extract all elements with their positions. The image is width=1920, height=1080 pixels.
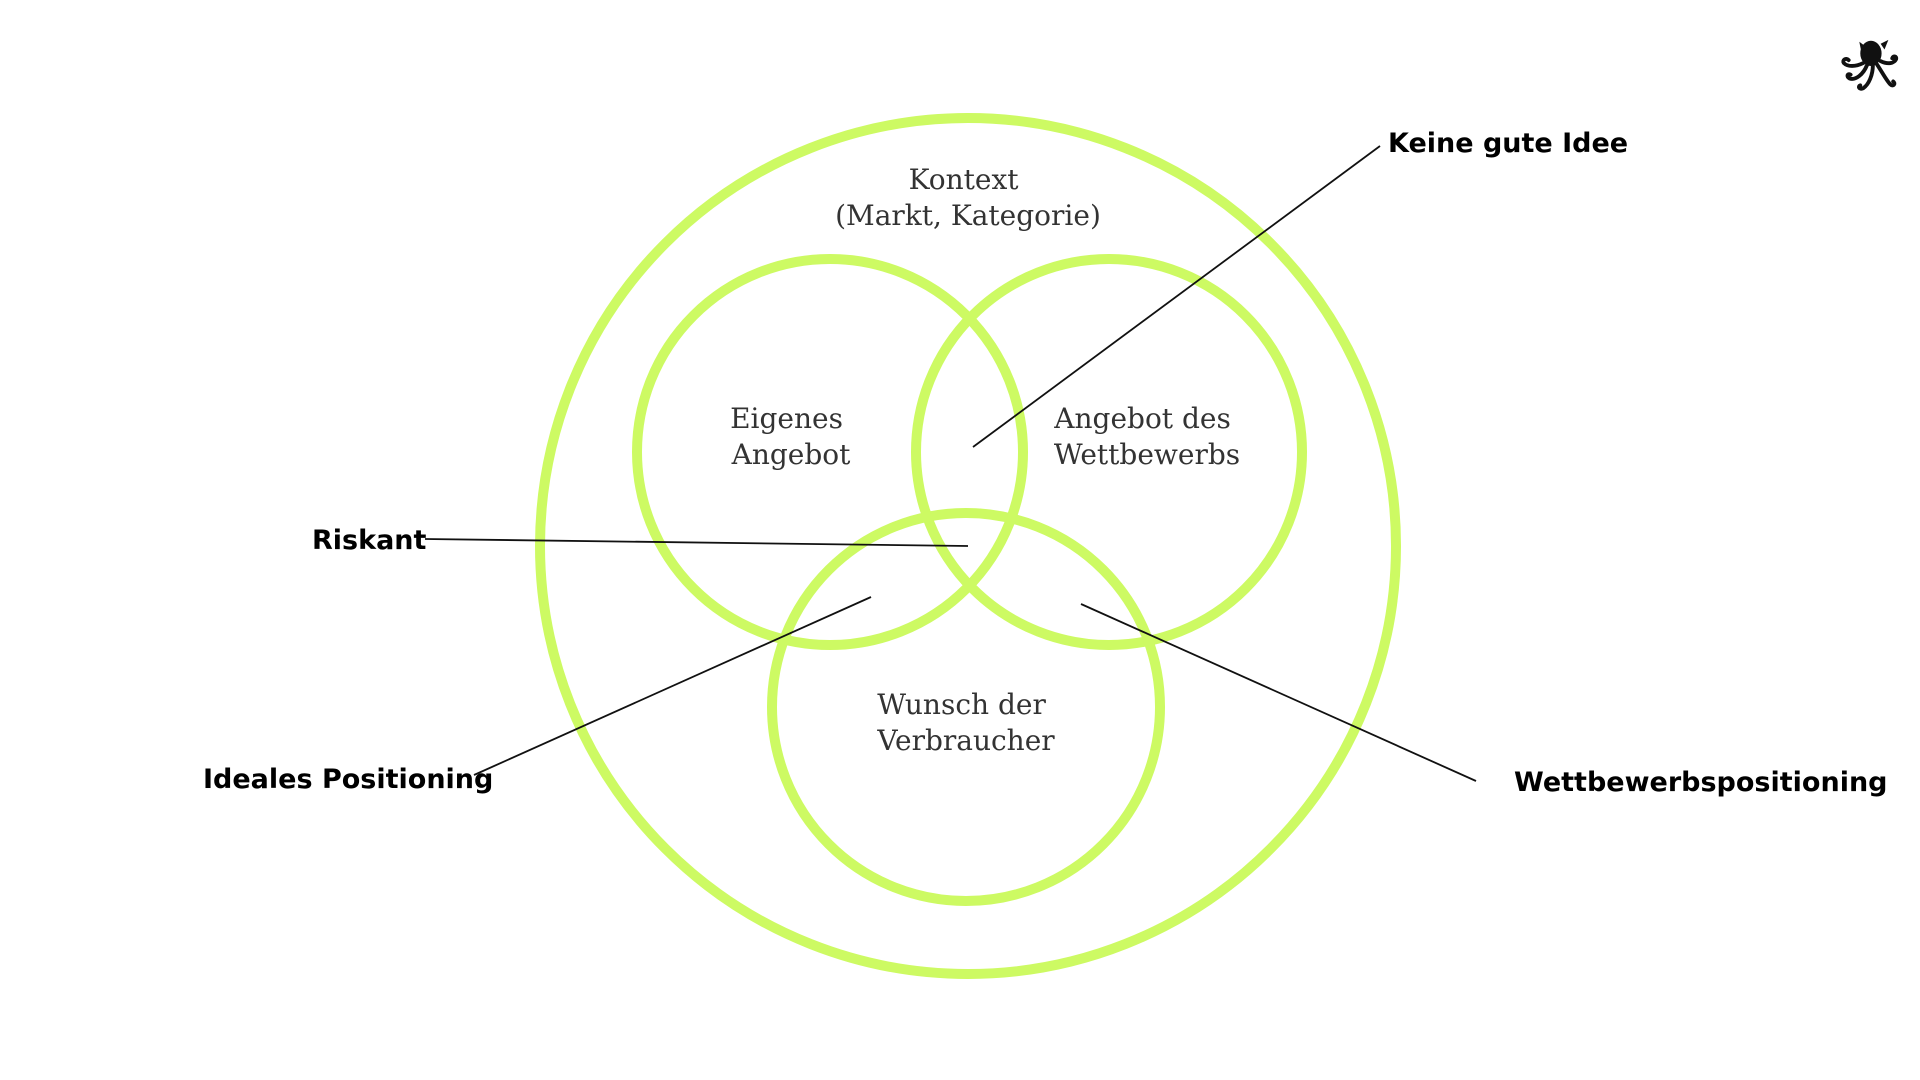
context-circle [535, 113, 1401, 979]
risky-callout: Riskant [312, 525, 427, 556]
consumer-wish-label-line1: Wunsch der [877, 688, 1046, 721]
bad-idea-leader-line [972, 145, 1381, 448]
competitor-offer-label: Angebot des Wettbewerbs [1053, 402, 1240, 471]
bad-idea-callout: Keine gute Idee [1388, 128, 1628, 159]
consumer-wish-circle [767, 508, 1165, 906]
competitor-offer-circle [911, 254, 1307, 650]
competitor-positioning-callout: Wettbewerbspositioning [1514, 767, 1888, 798]
ideal-positioning-callout: Ideales Positioning [203, 764, 493, 795]
own-offer-label-line2: Angebot [731, 438, 852, 471]
context-label-line1: Kontext [909, 163, 1020, 196]
consumer-wish-label-line2: Verbraucher [876, 724, 1055, 757]
consumer-wish-label: Wunsch der Verbraucher [876, 688, 1055, 757]
competitor-offer-label-line1: Angebot des [1053, 402, 1231, 435]
own-offer-circle [632, 254, 1028, 650]
context-label-line2: (Markt, Kategorie) [835, 199, 1101, 232]
competitor-offer-label-line2: Wettbewerbs [1054, 438, 1240, 471]
own-offer-label-line1: Eigenes [730, 402, 843, 435]
competitor-positioning-leader-line [1080, 603, 1477, 782]
octopus-icon [1841, 39, 1899, 91]
own-offer-label: Eigenes Angebot [730, 402, 852, 471]
ideal-positioning-leader-line [473, 596, 872, 776]
context-label: Kontext (Markt, Kategorie) [835, 163, 1101, 232]
risky-leader-line [424, 538, 969, 547]
